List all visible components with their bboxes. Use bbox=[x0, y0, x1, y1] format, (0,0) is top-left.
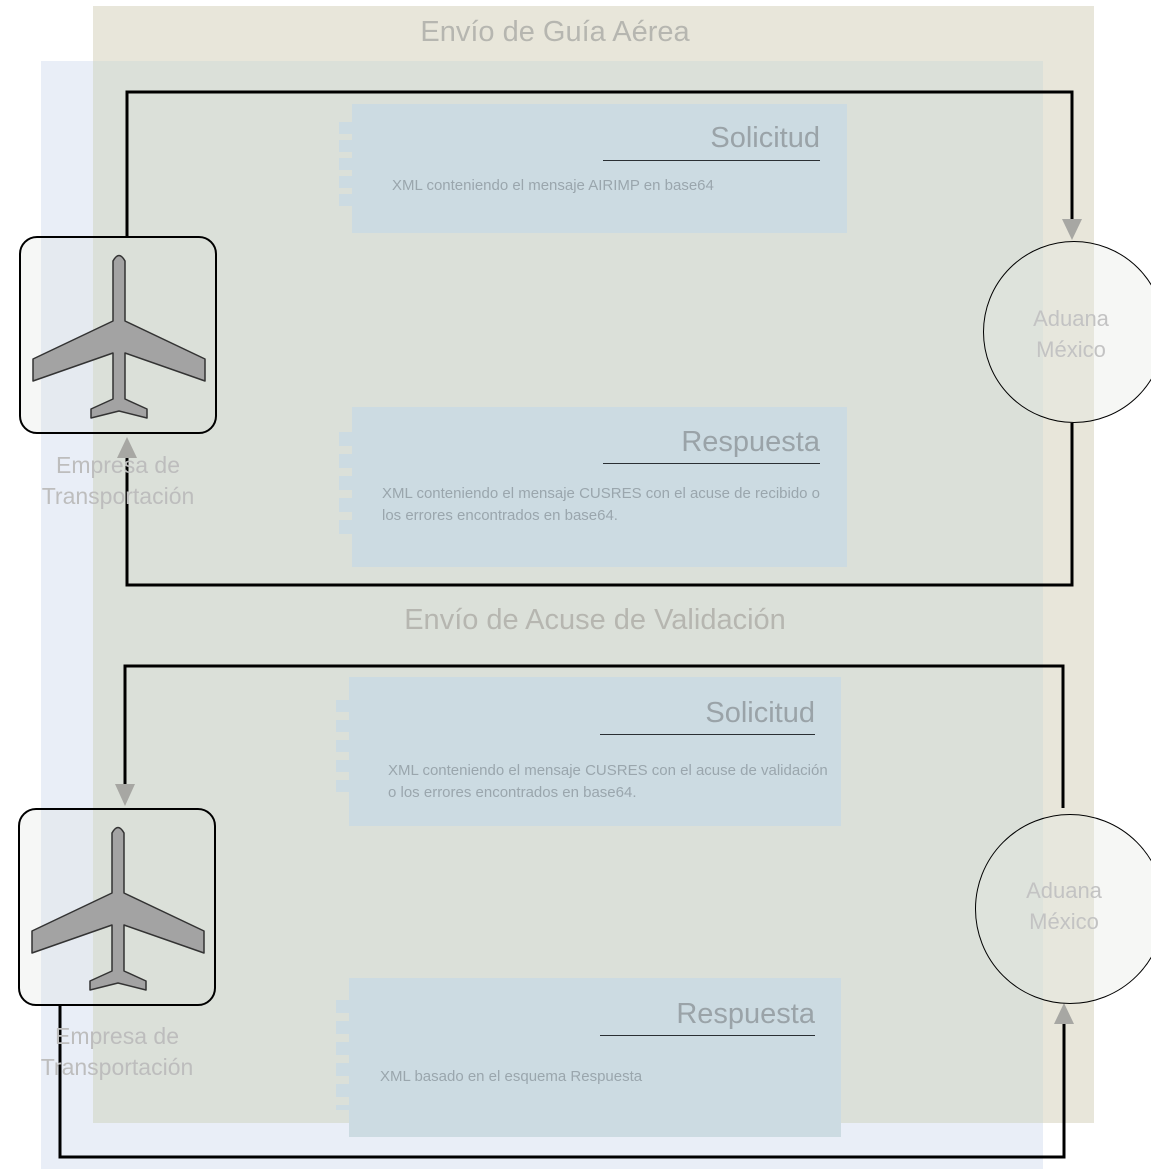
section-1-title: Envío de Guía Aérea bbox=[420, 16, 690, 48]
request-title-underline bbox=[603, 160, 820, 161]
flow-line bbox=[123, 664, 1065, 808]
airplane-icon bbox=[32, 254, 206, 419]
response-text: XML basado en el esquema Respuesta bbox=[380, 1068, 643, 1085]
request-text: XML conteniendo el mensaje AIRIMP en bas… bbox=[392, 177, 714, 194]
company-label: Empresa de Transportación bbox=[19, 1021, 215, 1083]
arrowhead bbox=[1054, 1003, 1074, 1024]
arrowhead bbox=[115, 784, 135, 806]
airplane-icon bbox=[31, 826, 205, 991]
response-text: XML conteniendo el mensaje CUSRES con el… bbox=[382, 485, 821, 524]
request-card bbox=[349, 677, 841, 826]
response-card bbox=[352, 407, 847, 567]
flow-line bbox=[125, 423, 1074, 587]
customs-label-line-1: Aduana bbox=[1026, 878, 1102, 903]
company-label-line-1: Empresa de bbox=[54, 1023, 179, 1049]
request-text: XML conteniendo el mensaje CUSRES con el… bbox=[388, 762, 828, 801]
request-title: Solicitud bbox=[705, 697, 815, 729]
response-title-underline bbox=[600, 1035, 815, 1036]
company-node bbox=[18, 808, 216, 1006]
response-title-underline bbox=[603, 463, 820, 464]
request-card bbox=[352, 104, 847, 233]
response-title: Respuesta bbox=[681, 426, 820, 458]
flow-line bbox=[125, 90, 1074, 236]
company-label-line-2: Transportación bbox=[40, 1054, 194, 1080]
section-2-title: Envío de Acuse de Validación bbox=[404, 604, 786, 636]
customs-label-line-2: México bbox=[1036, 337, 1106, 362]
response-card bbox=[349, 978, 841, 1137]
card-checker bbox=[336, 1000, 349, 1110]
company-node bbox=[19, 236, 217, 434]
card-checker bbox=[339, 122, 352, 212]
company-label: Empresa de Transportación bbox=[20, 450, 216, 512]
response-title: Respuesta bbox=[676, 998, 815, 1030]
company-label-line-2: Transportación bbox=[41, 483, 195, 509]
flow-line bbox=[58, 1004, 1066, 1159]
overlap-panel bbox=[93, 61, 1043, 1123]
customs-label-line-1: Aduana bbox=[1033, 306, 1109, 331]
arrowhead bbox=[117, 437, 137, 458]
customs-node bbox=[975, 814, 1151, 1004]
customs-label: Aduana México bbox=[975, 875, 1151, 937]
card-checker bbox=[339, 432, 352, 542]
request-title-underline bbox=[600, 734, 815, 735]
request-title: Solicitud bbox=[710, 122, 820, 154]
customs-label-line-2: México bbox=[1029, 909, 1099, 934]
customs-label: Aduana México bbox=[983, 303, 1151, 365]
customs-node bbox=[983, 241, 1151, 423]
arrowhead bbox=[1062, 219, 1082, 240]
card-checker bbox=[336, 700, 349, 800]
company-label-line-1: Empresa de bbox=[55, 452, 180, 478]
